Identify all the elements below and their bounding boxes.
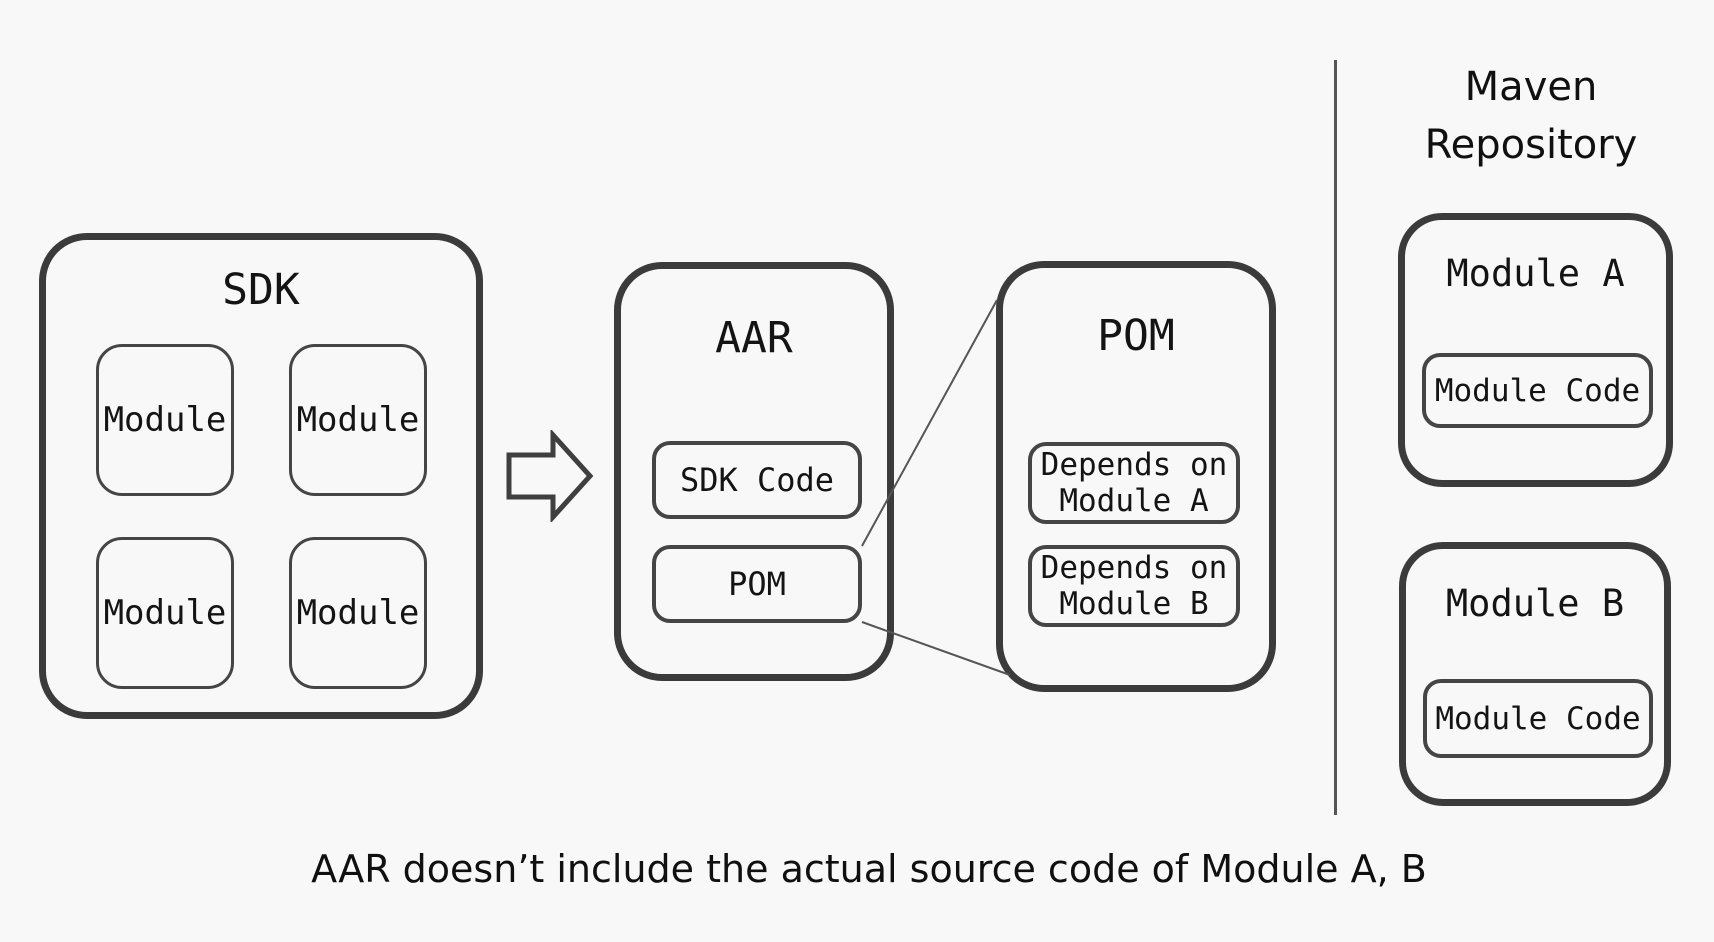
maven-module-b-box	[1399, 542, 1671, 806]
caption: AAR doesn’t include the actual source co…	[311, 847, 1427, 891]
sdk-module-label: Module	[296, 400, 420, 440]
module-code-label: Module Code	[1435, 700, 1641, 737]
aar-title: AAR	[715, 313, 793, 363]
aar-sdk-code-box: SDK Code	[652, 441, 862, 519]
maven-module-b-code-box: Module Code	[1423, 679, 1653, 758]
aar-pom-box: POM	[652, 545, 862, 623]
dependency-line1: Depends on	[1040, 550, 1228, 586]
sdk-module-label: Module	[296, 593, 420, 633]
sdk-module-box: Module	[96, 344, 234, 496]
sdk-module-box: Module	[289, 537, 427, 689]
dependency-line1: Depends on	[1040, 447, 1228, 483]
pom-dependency-label: Depends on Module A	[1041, 447, 1228, 519]
sdk-module-label: Module	[103, 400, 227, 440]
pom-dependency-box: Depends on Module B	[1028, 545, 1240, 627]
dependency-line2: Module B	[1059, 586, 1209, 622]
maven-title-line2: Repository	[1424, 122, 1638, 168]
aar-pom-label: POM	[728, 565, 786, 603]
sdk-module-label: Module	[103, 593, 227, 633]
pom-dependency-box: Depends on Module A	[1028, 442, 1240, 524]
arrow-right-icon	[506, 430, 594, 522]
maven-module-b-label: Module B	[1445, 582, 1625, 625]
maven-module-a-code-box: Module Code	[1422, 353, 1653, 428]
maven-module-a-label: Module A	[1446, 252, 1625, 295]
zoom-connector-lines	[861, 299, 1011, 676]
maven-title-line1: Maven	[1464, 64, 1598, 110]
maven-module-a-box	[1398, 213, 1673, 487]
pom-title: POM	[1097, 311, 1175, 361]
sdk-title: SDK	[222, 265, 300, 315]
dependency-line2: Module A	[1059, 483, 1209, 519]
pom-dependency-label: Depends on Module B	[1041, 550, 1228, 622]
aar-sdk-code-label: SDK Code	[679, 461, 835, 499]
maven-repository-title: Maven Repository	[1386, 58, 1676, 174]
module-code-label: Module Code	[1434, 372, 1641, 409]
sdk-module-box: Module	[96, 537, 234, 689]
sdk-module-box: Module	[289, 344, 427, 496]
section-divider	[1334, 60, 1337, 815]
